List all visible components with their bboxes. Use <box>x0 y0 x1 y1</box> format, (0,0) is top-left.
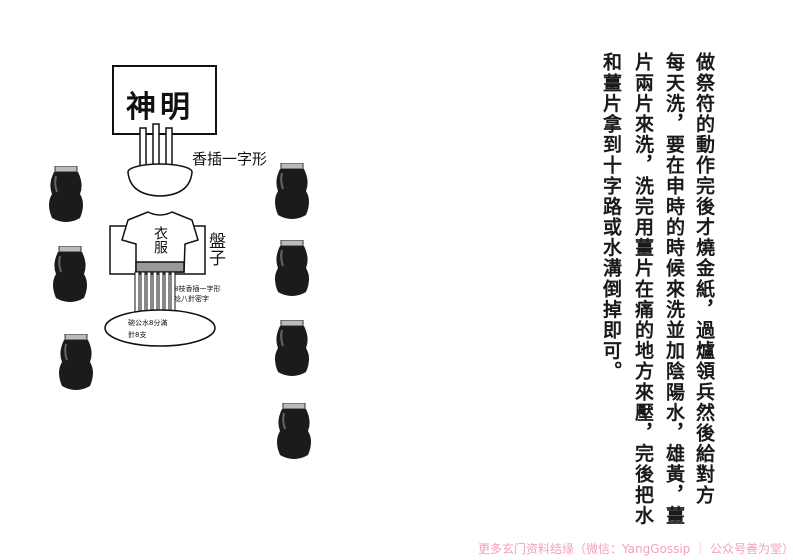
watermark-footer: 更多玄门资料结缘（微信：YangGossip ｜ 公众号善为堂） <box>478 542 793 556</box>
plate-label: 盤子 <box>205 232 225 266</box>
jar-icon <box>276 403 312 460</box>
text-column-1: 做祭符的動作完後才燒金紙，過爐領兵然後給對方 <box>693 52 715 506</box>
jar-icon <box>274 320 310 377</box>
jar-icon <box>274 240 310 297</box>
text-column-3: 片兩片來洗，洗完用薑片在痛的地方來壓，完後把水 <box>632 52 654 526</box>
altar-diagram <box>104 65 217 347</box>
deity-sign-label: 神明 <box>126 90 194 125</box>
sticks-label-1: 8枝香插一字形 <box>174 285 221 293</box>
sticks-label-2: 唸八針密字 <box>174 295 209 303</box>
jar-icon <box>48 166 84 223</box>
incense-label: 香插一字形 <box>192 150 268 168</box>
jar-icon <box>274 163 310 220</box>
text-column-2: 每天洗，要在申時的時候來洗並加陰陽水，雄黃，薑 <box>663 52 685 526</box>
bowl-label-2: 針8支 <box>128 331 147 339</box>
clothes-label: 衣服 <box>152 226 168 254</box>
jar-icon <box>58 334 94 391</box>
jar-icon <box>52 246 88 303</box>
bowl-label-1: 碗公水8分滿 <box>128 319 168 327</box>
text-column-4: 和薑片拿到十字路或水溝倒掉即可。 <box>600 52 622 382</box>
